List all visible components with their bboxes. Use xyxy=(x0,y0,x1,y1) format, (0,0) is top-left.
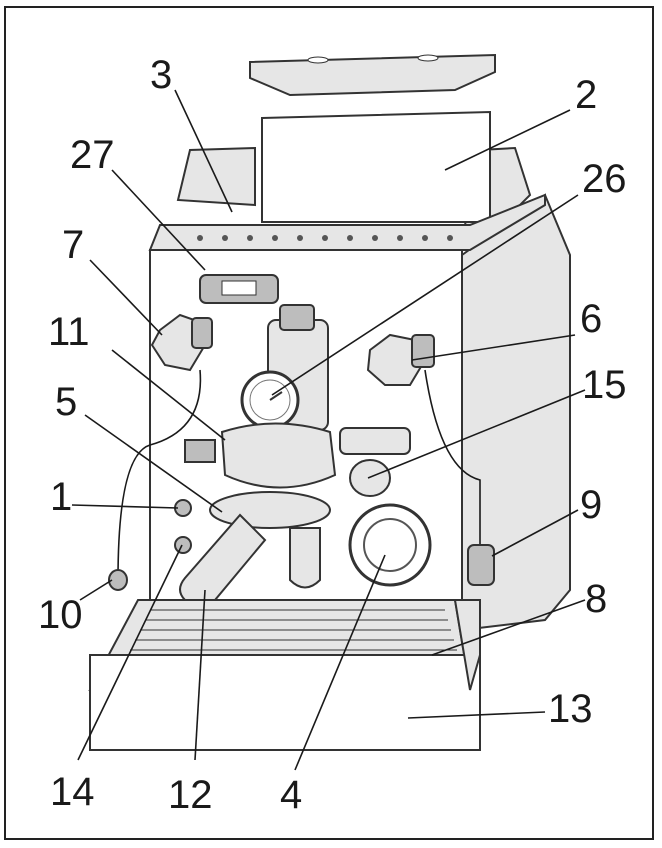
label-5: 5 xyxy=(55,380,77,424)
water-tank-lid xyxy=(249,53,496,97)
label-14: 14 xyxy=(50,770,95,814)
portafilter-spout xyxy=(289,527,321,589)
steam-tip xyxy=(108,569,128,591)
drip-tray-base xyxy=(89,654,481,751)
label-9: 9 xyxy=(580,483,602,527)
label-2: 2 xyxy=(575,73,597,117)
label-7: 7 xyxy=(62,223,84,267)
boiler-housing xyxy=(220,422,337,489)
label-15: 15 xyxy=(582,363,627,407)
label-27: 27 xyxy=(70,133,115,177)
label-4: 4 xyxy=(280,773,302,817)
label-8: 8 xyxy=(585,577,607,621)
water-tank xyxy=(261,110,491,223)
hot-water-valve xyxy=(339,427,411,455)
label-6: 6 xyxy=(580,297,602,341)
pump-switch xyxy=(174,536,192,554)
switch-housing xyxy=(184,439,216,463)
label-1: 1 xyxy=(50,475,72,519)
hot-water-wand xyxy=(424,369,481,545)
label-10: 10 xyxy=(38,593,83,637)
label-13: 13 xyxy=(548,687,593,731)
cup-tray-holes xyxy=(197,235,453,241)
steam-wand xyxy=(117,369,202,581)
label-11: 11 xyxy=(48,310,90,354)
group-head xyxy=(209,491,331,529)
label-26: 26 xyxy=(582,157,627,201)
leader-lines xyxy=(71,89,586,771)
hot-water-knob xyxy=(366,333,427,386)
label-3: 3 xyxy=(150,53,172,97)
label-12: 12 xyxy=(168,773,213,817)
hot-water-tip xyxy=(467,544,495,586)
